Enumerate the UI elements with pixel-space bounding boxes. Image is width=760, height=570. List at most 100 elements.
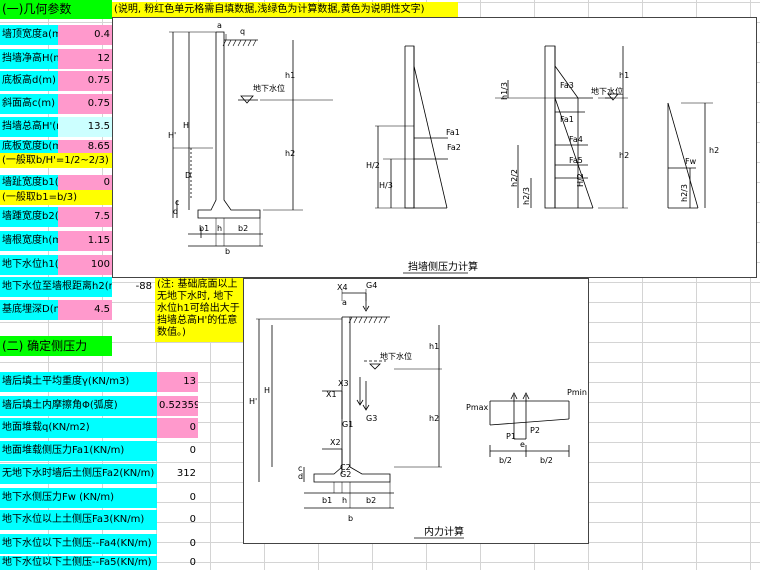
label-Fa1: Fa1	[446, 128, 460, 137]
retaining-wall-section-internal	[256, 289, 442, 509]
label-b: b	[225, 247, 230, 256]
label-h1-internal: h1	[429, 342, 439, 351]
label-h2: h2	[285, 149, 295, 158]
force-value-gamma[interactable]: 13	[157, 372, 198, 392]
force-label-Fw: 地下水侧压力Fw (KN/m)	[0, 488, 157, 508]
label-Pmax: Pmax	[466, 403, 489, 412]
force-label-Fa5: 地下水位以下土侧压--Fa5(KN/m)	[0, 556, 157, 570]
pressure-diagram-3	[495, 45, 628, 209]
force-value-q[interactable]: 0	[157, 418, 198, 438]
force-label-Fa4: 地下水位以下土侧压--Fa4(KN/m)	[0, 534, 157, 554]
pressure-diagram-2	[375, 45, 448, 209]
label-H: H	[183, 121, 189, 130]
diagram2-caption: 内力计算	[424, 525, 464, 538]
label-h-width: h	[217, 224, 222, 233]
force-label-gamma: 墙后填土平均重度γ(KN/m3)	[0, 372, 157, 392]
label-Fa3: Fa3	[560, 81, 574, 90]
label-h2-third-water: h2/3	[680, 184, 689, 202]
lateral-pressure-diagram[interactable]: q a H' H h1 h2 D d c b1 h b2 b 地下水位 Fa1 …	[112, 17, 757, 278]
param-value-a[interactable]: 0.4	[58, 25, 112, 45]
hint-b-ratio: (一般取b/H'=1/2~2/3)	[0, 153, 112, 168]
force-label-q: 地面堆载q(KN/m2)	[0, 418, 157, 438]
label-h2-half: h2/2	[510, 169, 519, 187]
label-H-half: H/2	[366, 161, 380, 170]
force-value-Fa2[interactable]: 312	[176, 468, 196, 479]
param-value-h1[interactable]: 100	[58, 255, 112, 275]
force-value-Fw[interactable]: 0	[189, 492, 196, 503]
label-G4: G4	[366, 281, 377, 290]
label-c-internal: c	[298, 464, 302, 473]
label-b-internal: b	[348, 514, 353, 523]
label-b2-internal: b2	[366, 496, 376, 505]
label-Fa5: Fa5	[569, 156, 583, 165]
water-dist-value[interactable]: -88	[135, 281, 152, 292]
force-value-Fa4[interactable]: 0	[189, 538, 196, 549]
param-value-b1[interactable]: 0	[58, 175, 112, 191]
param-value-d[interactable]: 0.75	[58, 71, 112, 91]
label-G2: G2	[340, 470, 351, 479]
label-b1-internal: b1	[322, 496, 332, 505]
label-b-half-right: b/2	[540, 456, 553, 465]
label-Fa2: Fa2	[447, 143, 461, 152]
label-h2-right: h2	[619, 151, 629, 160]
label-P1: P1	[506, 432, 516, 441]
param-value-b[interactable]: 8.65	[58, 140, 112, 154]
label-X3: X3	[338, 379, 349, 388]
label-d: d	[173, 207, 178, 216]
label-H-prime: H'	[168, 131, 176, 140]
label-Fa4: Fa4	[569, 135, 583, 144]
param-value-b2[interactable]: 7.5	[58, 207, 112, 227]
label-X2: X2	[330, 438, 341, 447]
force-label-Fa3: 地下水位以上土侧压Fa3(KN/m)	[0, 510, 157, 530]
retaining-wall-section-1	[169, 31, 333, 247]
section-title-lateral-pressure: (二) 确定侧压力	[0, 336, 112, 356]
label-a: a	[217, 21, 222, 30]
force-label-phi: 墙后填土内摩擦角Φ(弧度)	[0, 396, 157, 416]
label-Fw: Fw	[685, 157, 697, 166]
param-value-H-total[interactable]: 13.5	[58, 117, 112, 137]
force-value-Fa3[interactable]: 0	[189, 514, 196, 525]
label-Pmin: Pmin	[567, 388, 587, 397]
force-label-Fa2: 无地下水时墙后土侧压Fa2(KN/m)	[0, 464, 157, 484]
label-H-third: H/3	[379, 181, 393, 190]
label-e: e	[520, 440, 525, 449]
label-water-level-2: 地下水位	[591, 86, 623, 96]
label-H-internal: H	[264, 386, 270, 395]
force-label-Fa1: 地面堆载侧压力Fa1(KN/m)	[0, 441, 157, 461]
label-X4: X4	[337, 283, 348, 292]
internal-force-diagram[interactable]: X4 G4 a H' H h1 h2 X3 X1 G1 G3 X2 G2 C2 …	[243, 278, 589, 544]
label-h1-right: h1	[619, 71, 629, 80]
label-d-internal: d	[298, 472, 303, 481]
label-h1-third: h1/3	[500, 82, 509, 100]
label-b2: b2	[238, 224, 248, 233]
label-H-prime-internal: H'	[249, 397, 257, 406]
label-h2-internal: h2	[429, 414, 439, 423]
label-X1: X1	[326, 390, 337, 399]
label-G1: G1	[342, 420, 353, 429]
legend-note: (说明, 粉红色单元格需自填数据,浅绿色为计算数据,黄色为说明性文字)	[112, 2, 458, 18]
label-D: D	[185, 171, 191, 180]
label-h-internal: h	[342, 496, 347, 505]
label-b1: b1	[199, 224, 209, 233]
force-value-Fa5[interactable]: 0	[189, 557, 196, 568]
param-value-h[interactable]: 1.15	[58, 231, 112, 251]
label-h2-water: h2	[709, 146, 719, 155]
label-b-half-left: b/2	[499, 456, 512, 465]
label-water-internal: 地下水位	[380, 351, 412, 361]
label-Fa1-right: Fa1	[560, 115, 574, 124]
water-pressure-diagram	[667, 102, 713, 209]
label-c: c	[175, 198, 179, 207]
label-G3: G3	[366, 414, 377, 423]
force-value-phi[interactable]: 0.523599	[157, 396, 198, 416]
force-value-Fa1[interactable]: 0	[189, 445, 196, 456]
label-a-internal: a	[342, 298, 347, 307]
param-value-H[interactable]: 12	[58, 49, 112, 69]
label-water-level: 地下水位	[253, 83, 285, 93]
label-h1: h1	[285, 71, 295, 80]
diagram1-caption: 挡墙侧压力计算	[408, 260, 478, 273]
param-value-c[interactable]: 0.75	[58, 94, 112, 114]
label-h2-third: h2/3	[522, 187, 531, 205]
label-P2: P2	[530, 426, 540, 435]
burial-value[interactable]: 4.5	[58, 300, 112, 320]
water-dist-label: 地下水位至墙根距离h2(m)	[0, 277, 112, 297]
